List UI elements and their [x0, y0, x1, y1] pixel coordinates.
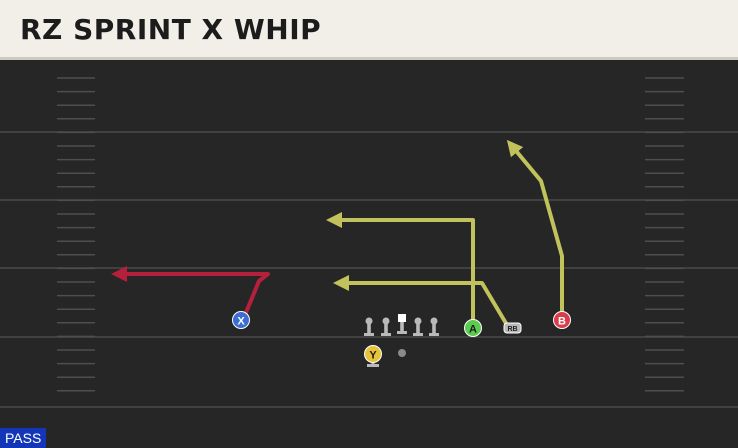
player-y[interactable]: Y: [364, 345, 382, 363]
lineman: [413, 317, 423, 336]
play-header: RZ SPRINT X WHIP: [0, 0, 738, 60]
player-label: A: [469, 324, 477, 336]
player-label: X: [237, 316, 245, 328]
player-x[interactable]: X: [232, 311, 250, 329]
x-whip-route: [111, 266, 270, 317]
lineman: [364, 317, 374, 336]
play-title: RZ SPRINT X WHIP: [20, 13, 322, 46]
center: [397, 314, 407, 334]
hash-marks: [57, 77, 684, 392]
y-player-base: [367, 364, 379, 367]
play-type-badge: PASS: [0, 428, 47, 448]
player-a[interactable]: A: [464, 319, 482, 337]
b-post-route: [506, 139, 564, 318]
player-label: Y: [369, 350, 377, 362]
rb-flat-route: [333, 275, 509, 327]
playbook-field: [0, 60, 738, 448]
a-corner-route: [326, 212, 475, 327]
player-b[interactable]: B: [553, 311, 571, 329]
quarterback-dot: [398, 349, 406, 357]
player-rb[interactable]: RB: [503, 322, 522, 334]
player-label: RB: [507, 326, 517, 333]
player-label: B: [558, 316, 566, 328]
offensive-line: [364, 314, 439, 336]
lineman: [381, 317, 391, 336]
play-diagram: X A B Y RB: [0, 77, 738, 408]
lineman: [429, 317, 439, 336]
